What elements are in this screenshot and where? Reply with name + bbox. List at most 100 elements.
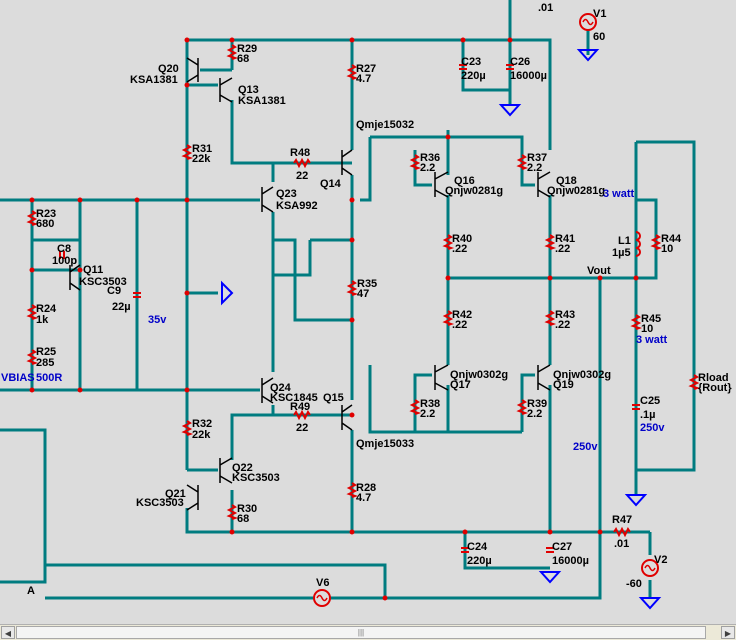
label-q17: Q17 [450, 379, 471, 391]
label-r38: R38 [420, 398, 440, 410]
label-r27: R27 [356, 63, 376, 75]
transistor-q14 [341, 149, 353, 176]
value-c8: 100p [52, 255, 77, 267]
value-rload: {Rout} [698, 382, 732, 394]
right-arrow-icon[interactable]: ▶ [721, 626, 735, 639]
value-r44: 10 [661, 243, 673, 255]
schematic-canvas[interactable]: .01 V1 60 R29 68 Q20 KSA1381 Q13 KSA1381… [0, 0, 736, 624]
label-r40: R40 [452, 233, 472, 245]
model-q18: Qnjw0281g [547, 185, 605, 197]
label-v2: V2 [654, 554, 667, 566]
grip-icon: ||| [357, 628, 365, 637]
ground-icon [500, 104, 520, 116]
label-v6: V6 [316, 577, 329, 589]
value-r28: 4.7 [356, 492, 371, 504]
value-r39: 2.2 [527, 408, 542, 420]
value-r40: .22 [452, 243, 467, 255]
value-r35: 47 [357, 288, 369, 300]
capacitors [59, 64, 640, 553]
annotation-35v: 35v [148, 314, 167, 326]
value-r31: 22k [192, 153, 211, 165]
label-r31: R31 [192, 143, 212, 155]
transistors [69, 57, 551, 511]
label-v1: V1 [593, 8, 606, 20]
label-q18: Q18 [556, 175, 577, 187]
transistor-q19 [537, 364, 551, 391]
model-q21: KSC3503 [136, 497, 184, 509]
transistor-q18 [537, 171, 551, 198]
model-q14: Qmje15032 [356, 119, 414, 131]
label-r24: R24 [36, 303, 57, 315]
label-q15: Q15 [323, 392, 344, 404]
model-q22: KSC3503 [232, 472, 280, 484]
label-c8: C8 [57, 243, 71, 255]
label-q21: Q21 [165, 488, 186, 500]
scrollbar-thumb[interactable]: ||| [16, 626, 706, 639]
value-r23: 680 [36, 218, 54, 230]
wires [0, 0, 696, 600]
value-r45: 10 [641, 323, 653, 335]
label-l1: L1 [618, 235, 631, 247]
ground-symbols [221, 49, 660, 609]
model-q23: KSA992 [276, 200, 318, 212]
value-c25: .1µ [640, 409, 656, 421]
model-q11: KSC3503 [79, 276, 127, 288]
model-q19: Qnjw0302g [553, 369, 611, 381]
value-r38: 2.2 [420, 408, 435, 420]
value-l1: 1µ5 [612, 247, 631, 259]
value-r36: 2.2 [420, 162, 435, 174]
label-c24: C24 [467, 541, 488, 553]
label-r29: R29 [237, 43, 257, 55]
label-node-a: A [27, 585, 35, 597]
model-q24: KSC1845 [270, 392, 318, 404]
label-q23: Q23 [276, 188, 297, 200]
label-vout: Vout [587, 265, 611, 277]
value-r43: .22 [555, 319, 570, 331]
value-r29: 68 [237, 53, 249, 65]
label-r42: R42 [452, 309, 472, 321]
label-top-value: .01 [538, 2, 553, 14]
inductor-l1 [635, 231, 641, 257]
value-c23: 220µ [461, 70, 486, 82]
left-arrow-icon[interactable]: ◀ [1, 626, 15, 639]
value-r30: 68 [237, 513, 249, 525]
value-v1: 60 [593, 31, 605, 43]
value-v2: -60 [626, 578, 642, 590]
label-q14: Q14 [320, 178, 342, 190]
label-r28: R28 [356, 482, 376, 494]
label-q24: Q24 [270, 382, 292, 394]
transistor-q11 [69, 264, 81, 291]
value-r42: .22 [452, 319, 467, 331]
annotation-250v-a: 250v [573, 441, 598, 453]
label-q19: Q19 [553, 379, 574, 391]
annotation-watt1: 3 watt [603, 188, 635, 200]
label-r25: R25 [36, 346, 56, 358]
label-q16: Q16 [454, 175, 475, 187]
value-r27: 4.7 [356, 73, 371, 85]
annotation-250v-b: 250v [640, 422, 665, 434]
label-q13: Q13 [238, 84, 259, 96]
label-c27: C27 [552, 541, 572, 553]
transistor-q16 [434, 171, 449, 198]
value-r48: 22 [296, 170, 308, 182]
label-r45: R45 [641, 313, 661, 325]
model-q17: Qnjw0302g [450, 369, 508, 381]
label-c23: C23 [461, 56, 481, 68]
ground-icon [221, 280, 234, 306]
annotation-watt2: 3 watt [636, 334, 668, 346]
value-r25: 285 [36, 357, 54, 369]
ground-icon [640, 597, 660, 609]
value-r41: .22 [555, 243, 570, 255]
model-q20: KSA1381 [130, 74, 178, 86]
label-q22: Q22 [232, 462, 253, 474]
value-c26: 16000µ [510, 70, 547, 82]
model-q16: Qnjw0281g [445, 185, 503, 197]
horizontal-scrollbar[interactable]: ◀ ||| ▶ [0, 624, 736, 640]
transistor-q20 [186, 57, 199, 83]
label-q11: Q11 [83, 264, 103, 276]
value-r47: .01 [614, 538, 629, 550]
label-r35: R35 [357, 278, 377, 290]
label-r43: R43 [555, 309, 575, 321]
transistor-q22 [219, 457, 233, 484]
ground-icon [540, 571, 560, 583]
